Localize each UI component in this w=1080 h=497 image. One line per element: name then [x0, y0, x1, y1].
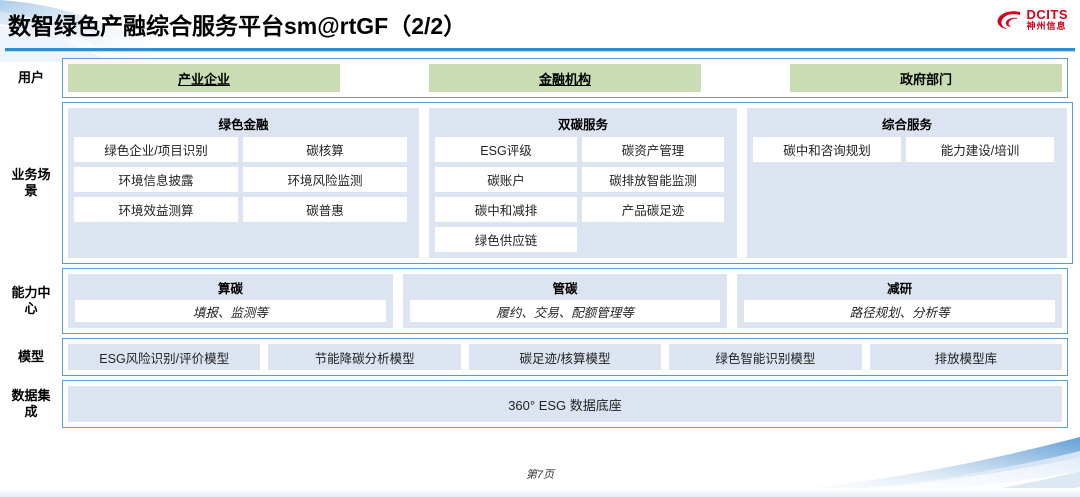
- row-label-capability-line2: 心: [24, 301, 38, 316]
- row-users: 用户 产业企业 金融机构 政府部门: [0, 58, 1080, 98]
- capability-column-manage: 管碳 履约、交易、配额管理等: [402, 274, 728, 328]
- user-box-industry[interactable]: 产业企业: [68, 64, 340, 92]
- business-item[interactable]: ESG评级: [435, 137, 577, 162]
- row-label-business: 业务场 景: [0, 102, 62, 264]
- capability-title-reduce: 减研: [887, 282, 913, 296]
- user-label-government: 政府部门: [899, 71, 952, 87]
- business-item[interactable]: 碳中和减排: [435, 197, 577, 222]
- model-item[interactable]: 节能降碳分析模型: [268, 344, 461, 370]
- company-logo: DCITS 神州信息: [996, 8, 1069, 31]
- business-column-title-comprehensive: 综合服务: [881, 118, 932, 132]
- business-item[interactable]: 碳中和咨询规划: [753, 137, 901, 162]
- models-panel: ESG风险识别/评价模型 节能降碳分析模型 碳足迹/核算模型 绿色智能识别模型 …: [62, 338, 1068, 376]
- user-label-industry: 产业企业: [177, 71, 230, 87]
- header-divider-soft: [5, 51, 1075, 52]
- model-item[interactable]: ESG风险识别/评价模型: [68, 344, 261, 370]
- row-business-scenarios: 业务场 景 绿色金融 绿色企业/项目识别 碳核算 环境信息披露 环境风险监测 环…: [0, 102, 1080, 264]
- row-label-data: 数据集 成: [0, 380, 62, 428]
- business-item[interactable]: 产品碳足迹: [582, 197, 724, 222]
- page-title: 数智绿色产融综合服务平台sm@rtGF（2/2）: [8, 13, 467, 39]
- page-footer: 第7页: [525, 469, 555, 481]
- business-item[interactable]: 碳账户: [435, 167, 577, 192]
- capability-sub-manage[interactable]: 履约、交易、配额管理等: [409, 300, 721, 322]
- row-label-capability: 能力中 心: [0, 268, 62, 334]
- user-box-financial[interactable]: 金融机构: [429, 64, 701, 92]
- row-label-users: 用户: [17, 69, 44, 85]
- business-item[interactable]: 环境效益测算: [74, 197, 238, 222]
- business-item[interactable]: 绿色企业/项目识别: [74, 137, 238, 162]
- decoration-bottom-strip: [0, 488, 1080, 497]
- user-box-government[interactable]: 政府部门: [790, 64, 1062, 92]
- business-item[interactable]: 碳排放智能监测: [582, 167, 724, 192]
- business-item[interactable]: 碳资产管理: [582, 137, 724, 162]
- row-label-model: 模型: [17, 348, 44, 364]
- dcits-swirl-icon: [996, 9, 1022, 31]
- capability-panel: 算碳 填报、监测等 管碳 履约、交易、配额管理等 减研 路径规划、分析等: [62, 268, 1068, 334]
- architecture-diagram: 用户 产业企业 金融机构 政府部门 业务场 景: [0, 58, 1080, 432]
- business-item[interactable]: 环境信息披露: [74, 167, 238, 192]
- data-foundation-bar[interactable]: 360° ESG 数据底座: [68, 386, 1062, 422]
- row-label-data-line1: 数据集: [11, 387, 51, 403]
- business-item[interactable]: 碳普惠: [243, 197, 407, 222]
- row-capability-center: 能力中 心 算碳 填报、监测等 管碳 履约、交易、配额管理等 减研 路径规划、分…: [0, 268, 1080, 334]
- row-label-business-line1: 业务场: [11, 166, 51, 182]
- row-label-business-line2: 景: [24, 183, 38, 198]
- user-label-financial: 金融机构: [538, 71, 591, 87]
- business-column-comprehensive: 综合服务 碳中和咨询规划 能力建设/培训: [747, 108, 1067, 258]
- row-data-integration: 数据集 成 360° ESG 数据底座: [0, 380, 1080, 428]
- header-divider: [5, 48, 1075, 51]
- business-panel: 绿色金融 绿色企业/项目识别 碳核算 环境信息披露 环境风险监测 环境效益测算 …: [62, 102, 1073, 264]
- logo-text-cn: 神州信息: [1026, 20, 1067, 31]
- business-column-title-green-finance: 绿色金融: [218, 118, 269, 132]
- capability-title-manage: 管碳: [552, 282, 578, 296]
- logo-wordmark: DCITS 神州信息: [1027, 8, 1069, 31]
- model-item[interactable]: 绿色智能识别模型: [669, 344, 862, 370]
- business-column-green-finance: 绿色金融 绿色企业/项目识别 碳核算 环境信息披露 环境风险监测 环境效益测算 …: [68, 108, 419, 258]
- business-item[interactable]: 环境风险监测: [243, 167, 407, 192]
- data-panel: 360° ESG 数据底座: [62, 380, 1068, 428]
- capability-title-calculate: 算碳: [217, 282, 243, 296]
- page-header: 数智绿色产融综合服务平台sm@rtGF（2/2） DCITS 神州信息: [0, 0, 1080, 52]
- users-panel: 产业企业 金融机构 政府部门: [62, 58, 1068, 98]
- capability-sub-calculate[interactable]: 填报、监测等: [75, 300, 386, 322]
- business-column-dual-carbon: 双碳服务 ESG评级 碳资产管理 碳账户 碳排放智能监测 碳中和减排 产品碳足迹…: [429, 108, 737, 258]
- capability-column-calculate: 算碳 填报、监测等: [68, 274, 393, 328]
- business-column-title-dual-carbon: 双碳服务: [557, 118, 608, 132]
- capability-column-reduce: 减研 路径规划、分析等: [737, 274, 1063, 328]
- model-item[interactable]: 碳足迹/核算模型: [468, 344, 662, 370]
- business-item[interactable]: 绿色供应链: [435, 227, 577, 252]
- row-label-capability-line1: 能力中: [11, 284, 51, 300]
- business-item[interactable]: 能力建设/培训: [906, 137, 1054, 162]
- row-models: 模型 ESG风险识别/评价模型 节能降碳分析模型 碳足迹/核算模型 绿色智能识别…: [0, 338, 1080, 376]
- row-label-data-line2: 成: [24, 404, 38, 419]
- model-item[interactable]: 排放模型库: [869, 344, 1063, 370]
- logo-text-en: DCITS: [1026, 7, 1068, 22]
- business-item[interactable]: 碳核算: [243, 137, 407, 162]
- capability-sub-reduce[interactable]: 路径规划、分析等: [744, 300, 1056, 322]
